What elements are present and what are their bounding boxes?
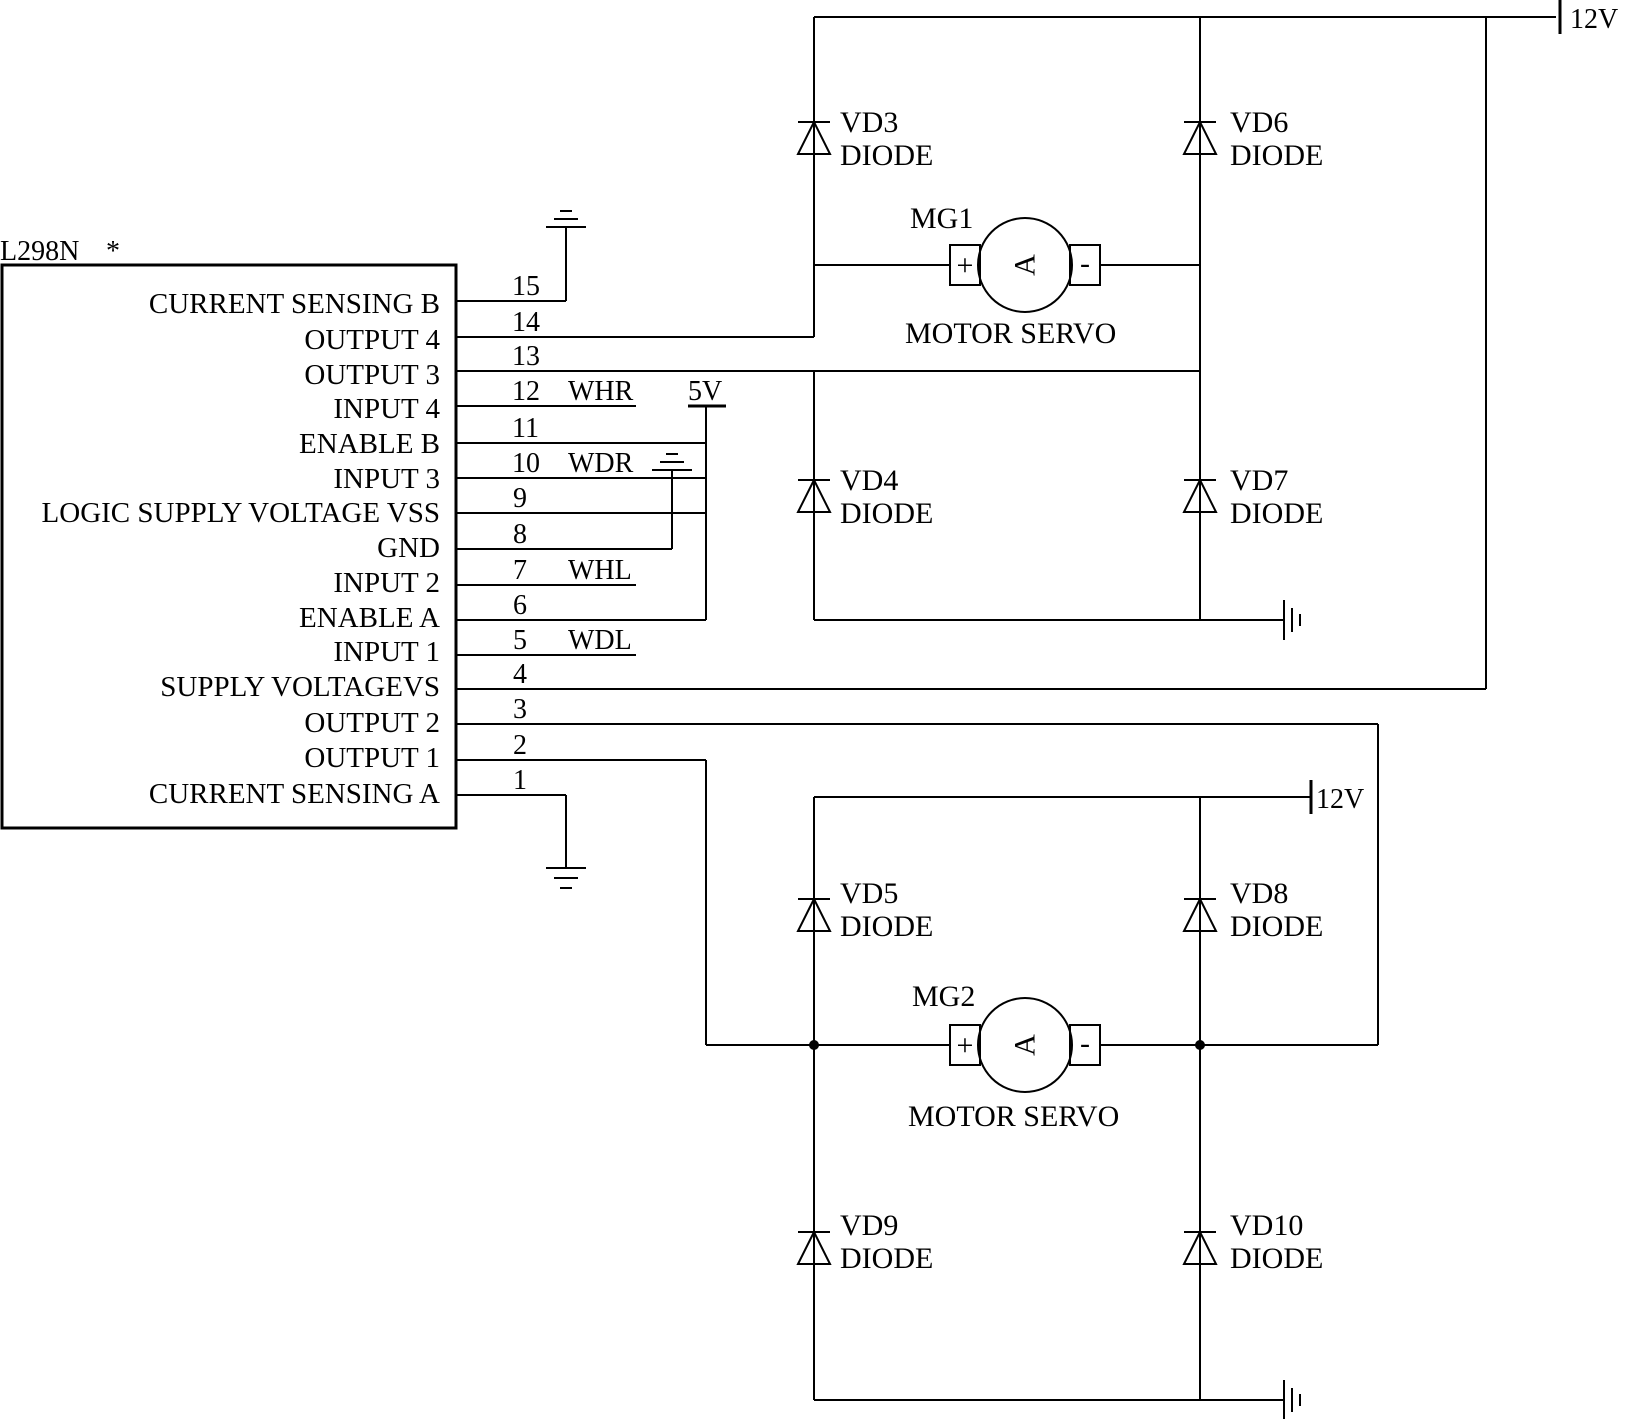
pin-label: LOGIC SUPPLY VOLTAGE VSS bbox=[42, 497, 440, 529]
pin-label: ENABLE B bbox=[299, 428, 440, 460]
diode-type: DIODE bbox=[1230, 910, 1323, 943]
supply-12v-bottom: 12V bbox=[1309, 780, 1364, 815]
pin-number: 10 bbox=[512, 448, 540, 479]
diode-vd7: VD7 DIODE bbox=[1182, 464, 1323, 530]
pin-number: 2 bbox=[513, 730, 527, 761]
motor-mg1: + - A MG1 MOTOR SERVO bbox=[905, 202, 1116, 350]
chip-marker: * bbox=[106, 236, 120, 267]
pin-number: 13 bbox=[512, 341, 540, 372]
pin-label: SUPPLY VOLTAGEVS bbox=[160, 671, 440, 703]
diode-ref: VD7 bbox=[1230, 464, 1288, 497]
net-label-whl: WHL bbox=[568, 555, 632, 586]
l298n-chip: L298N * bbox=[0, 236, 458, 830]
diode-ref: VD4 bbox=[840, 464, 898, 497]
pin-number: 4 bbox=[513, 659, 527, 690]
pin-number: 12 bbox=[512, 376, 540, 407]
pin-label: INPUT 2 bbox=[333, 567, 440, 599]
motor-plus: + bbox=[957, 1029, 974, 1062]
chip-body bbox=[0, 263, 458, 830]
diode-vd10: VD10 DIODE bbox=[1182, 1209, 1323, 1275]
ground-symbol bbox=[1283, 1380, 1301, 1419]
diode-vd5: VD5 DIODE bbox=[796, 877, 933, 943]
motor-glyph: A bbox=[1009, 1034, 1042, 1056]
diode-type: DIODE bbox=[1230, 497, 1323, 530]
chip-name: L298N bbox=[0, 236, 79, 267]
diode-type: DIODE bbox=[840, 139, 933, 172]
ground-symbol bbox=[1283, 600, 1301, 640]
diode-ref: VD3 bbox=[840, 106, 898, 139]
pin-label: CURRENT SENSING B bbox=[149, 288, 440, 320]
diode-type: DIODE bbox=[840, 1242, 933, 1275]
label-12v: 12V bbox=[1316, 784, 1364, 815]
pin-number: 11 bbox=[512, 413, 539, 444]
pin-numbers: 15 14 13 12 11 10 9 8 7 6 5 4 3 2 1 bbox=[512, 271, 540, 796]
diode-ref: VD8 bbox=[1230, 877, 1288, 910]
diode-type: DIODE bbox=[840, 910, 933, 943]
motor-type: MOTOR SERVO bbox=[905, 317, 1116, 350]
pin-label: GND bbox=[377, 532, 440, 564]
motor-glyph: A bbox=[1009, 254, 1042, 276]
motor-plus: + bbox=[957, 249, 974, 282]
diode-vd4: VD4 DIODE bbox=[796, 464, 933, 530]
upper-h-bridge bbox=[813, 16, 1556, 689]
motor-minus: - bbox=[1080, 247, 1090, 280]
pin-label: OUTPUT 1 bbox=[304, 742, 440, 774]
label-12v: 12V bbox=[1570, 4, 1618, 35]
ground-symbol bbox=[546, 795, 586, 889]
diode-vd8: VD8 DIODE bbox=[1182, 877, 1323, 943]
pin-label: CURRENT SENSING A bbox=[149, 778, 440, 810]
net-label-wdl: WDL bbox=[568, 625, 632, 656]
pin-label: ENABLE A bbox=[299, 602, 440, 634]
motor-mg2: + - A MG2 MOTOR SERVO bbox=[908, 980, 1119, 1133]
pin-number: 14 bbox=[512, 307, 540, 338]
motor-ref: MG1 bbox=[910, 202, 973, 235]
pin-label: OUTPUT 3 bbox=[304, 359, 440, 391]
pin-number: 3 bbox=[513, 694, 527, 725]
pin-label: INPUT 3 bbox=[333, 463, 440, 495]
diode-ref: VD9 bbox=[840, 1209, 898, 1242]
pin-number: 9 bbox=[513, 483, 527, 514]
diode-type: DIODE bbox=[1230, 139, 1323, 172]
lower-h-bridge bbox=[705, 724, 1379, 1401]
net-label-5v: 5V bbox=[688, 376, 722, 407]
diode-vd3: VD3 DIODE bbox=[796, 106, 933, 172]
pin-label: INPUT 1 bbox=[333, 636, 440, 668]
logic-supply-5v bbox=[688, 404, 726, 620]
logic-ground bbox=[652, 453, 692, 549]
junction-dot bbox=[809, 1040, 819, 1050]
net-label-wdr: WDR bbox=[568, 448, 634, 479]
pin-number: 15 bbox=[512, 271, 540, 302]
ground-symbol bbox=[546, 210, 586, 301]
net-labels: WHR WDR WHL WDL 5V bbox=[568, 376, 722, 656]
diode-type: DIODE bbox=[840, 497, 933, 530]
pin-number: 7 bbox=[513, 555, 527, 586]
pin-number: 8 bbox=[513, 519, 527, 550]
motor-minus: - bbox=[1080, 1027, 1090, 1060]
motor-type: MOTOR SERVO bbox=[908, 1100, 1119, 1133]
diode-vd6: VD6 DIODE bbox=[1182, 106, 1323, 172]
junction-dot bbox=[1195, 1040, 1205, 1050]
pin-label: OUTPUT 4 bbox=[304, 324, 440, 356]
supply-12v-top: 12V bbox=[1558, 0, 1618, 35]
pin-number: 6 bbox=[513, 590, 527, 621]
pin-label: OUTPUT 2 bbox=[304, 707, 440, 739]
pin-number: 1 bbox=[513, 765, 527, 796]
diode-vd9: VD9 DIODE bbox=[796, 1209, 933, 1275]
pin-label: INPUT 4 bbox=[333, 393, 440, 425]
net-label-whr: WHR bbox=[568, 376, 634, 407]
motor-ref: MG2 bbox=[912, 980, 975, 1013]
diode-ref: VD6 bbox=[1230, 106, 1288, 139]
diode-ref: VD10 bbox=[1230, 1209, 1303, 1242]
diode-ref: VD5 bbox=[840, 877, 898, 910]
diode-type: DIODE bbox=[1230, 1242, 1323, 1275]
pin-number: 5 bbox=[513, 625, 527, 656]
pin-stubs bbox=[456, 300, 1486, 796]
pin-labels: CURRENT SENSING B OUTPUT 4 OUTPUT 3 INPU… bbox=[42, 288, 441, 810]
